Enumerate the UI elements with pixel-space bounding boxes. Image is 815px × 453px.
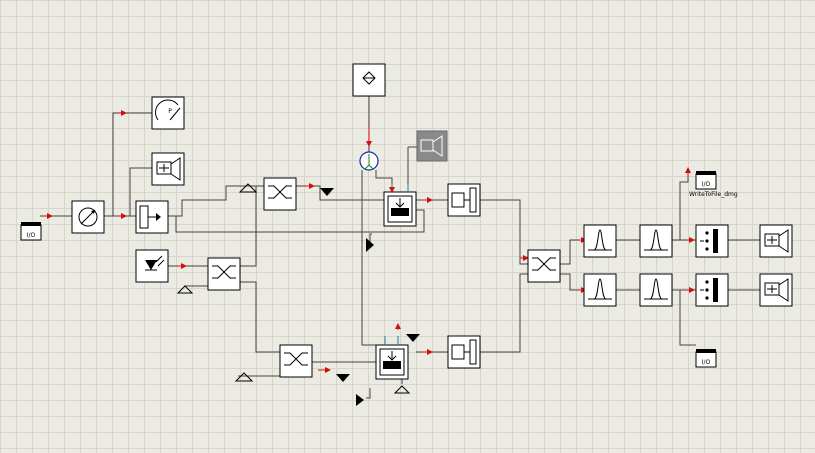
coupler-3[interactable]: [279, 344, 313, 378]
io-label-top: I/O: [702, 181, 711, 188]
laser-source[interactable]: [71, 200, 105, 234]
io-label-bottom: I/O: [702, 359, 711, 366]
file-label: WriteToFile_dmg: [689, 191, 738, 198]
io-output-bottom[interactable]: I/O: [695, 349, 717, 368]
amplifier-bottom[interactable]: [375, 344, 409, 380]
circulator[interactable]: [359, 151, 379, 171]
spectrum-analyzer-disabled[interactable]: [416, 130, 448, 162]
pump-source[interactable]: [352, 63, 386, 97]
coupler-4[interactable]: [527, 249, 561, 283]
sampler-top[interactable]: [695, 224, 729, 258]
terminators: [320, 188, 420, 406]
filter-4[interactable]: [639, 273, 673, 307]
spectrum-analyzer-left[interactable]: [151, 152, 185, 186]
spectrum-analyzer-right-top[interactable]: [759, 224, 793, 258]
filter-2[interactable]: [639, 224, 673, 258]
ground-symbols: [176, 183, 411, 394]
led-source[interactable]: [135, 249, 169, 283]
spectrum-analyzer-right-bottom[interactable]: [759, 273, 793, 307]
amplifier-top[interactable]: [383, 191, 417, 227]
io-label-left: I/O: [27, 232, 36, 239]
power-meter[interactable]: P: [151, 96, 185, 130]
amplifier-ports: [384, 184, 409, 345]
io-input-left[interactable]: I/O: [20, 222, 42, 241]
coupler-1[interactable]: [263, 177, 297, 211]
modulator[interactable]: [135, 200, 169, 234]
photodetector-bottom[interactable]: [447, 335, 481, 369]
photodetector-top[interactable]: [447, 183, 481, 217]
sampler-bottom[interactable]: [695, 273, 729, 307]
filter-1[interactable]: [583, 224, 617, 258]
coupler-2[interactable]: [207, 257, 241, 291]
svg-text:P: P: [168, 108, 172, 115]
filter-3[interactable]: [583, 273, 617, 307]
io-output-top[interactable]: I/O WriteToFile_dmg: [689, 171, 738, 198]
